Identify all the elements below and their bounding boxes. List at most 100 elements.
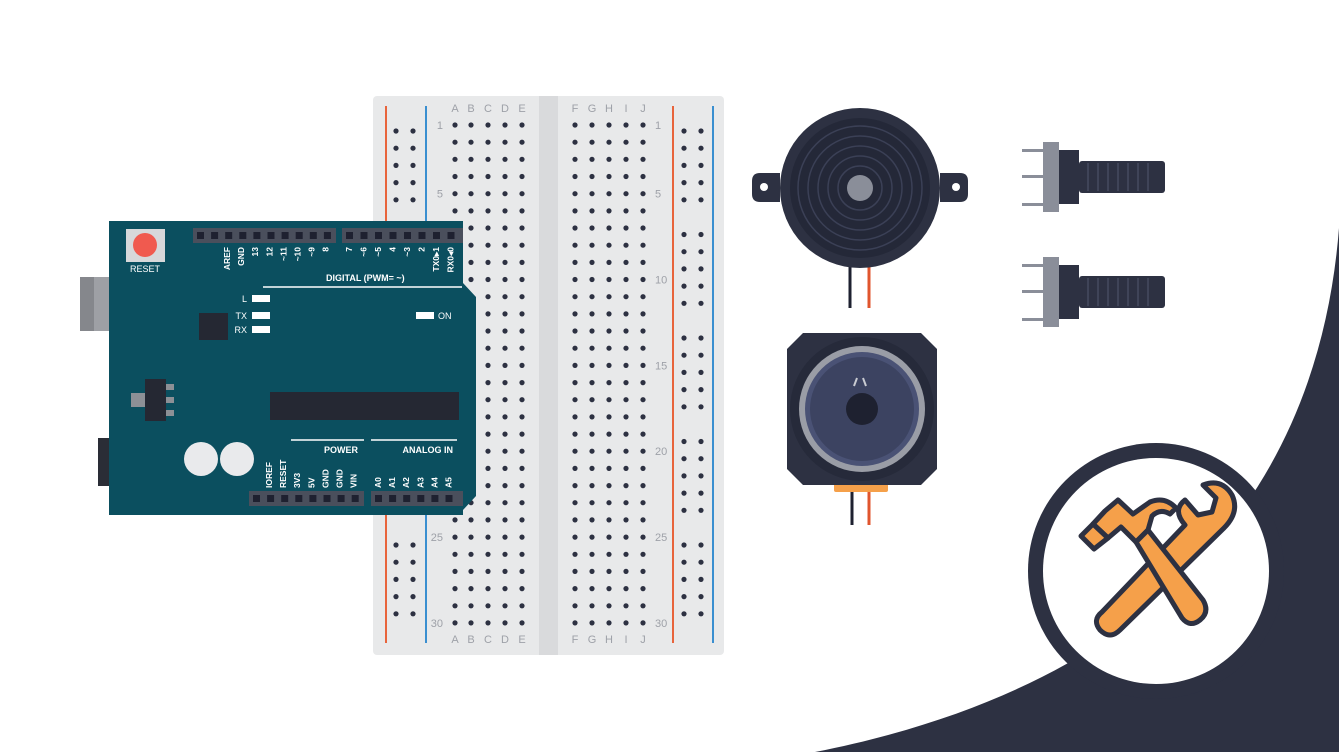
breadboard-hole [485, 586, 491, 592]
voltage-regulator [145, 379, 166, 421]
breadboard-hole [589, 414, 595, 420]
rail-hole [698, 507, 704, 513]
header-pin [253, 232, 261, 239]
breadboard-hole [606, 311, 612, 317]
column-label: A [451, 634, 459, 646]
header-pin [433, 232, 440, 239]
header-top-left [193, 228, 336, 243]
breadboard-hole [623, 139, 629, 145]
column-label: I [624, 103, 627, 115]
breadboard-hole [452, 156, 458, 162]
breadboard-hole [485, 603, 491, 609]
rail-hole [698, 456, 704, 462]
capacitor-2 [220, 442, 254, 476]
breadboard-hole [606, 380, 612, 386]
breadboard-hole [572, 534, 578, 540]
rail-hole [698, 352, 704, 358]
breadboard-hole [485, 483, 491, 489]
rail-hole [698, 197, 704, 203]
pin-label: 2 [417, 247, 427, 252]
column-label: D [501, 634, 509, 646]
breadboard-hole [640, 414, 646, 420]
led-label-l: L [242, 294, 247, 304]
breadboard-hole [572, 259, 578, 265]
header-pin [281, 232, 289, 239]
breadboard-hole [589, 173, 595, 180]
breadboard-hole [623, 414, 629, 420]
header-pin [404, 232, 411, 239]
breadboard-hole [572, 397, 578, 403]
breadboard-hole [589, 603, 595, 609]
breadboard-hole [519, 483, 525, 489]
breadboard-hole [623, 294, 629, 300]
usb-chip [199, 313, 228, 340]
breadboard-hole [640, 431, 646, 437]
rail-hole [681, 473, 687, 479]
breadboard-hole [589, 208, 595, 214]
pin-label: A2 [401, 477, 411, 488]
rail-hole [681, 438, 687, 445]
breadboard-hole [623, 173, 629, 180]
breadboard-hole [640, 345, 646, 351]
breadboard-hole [640, 294, 646, 300]
breadboard-hole [502, 311, 508, 317]
rail-hole [681, 542, 687, 548]
breadboard-hole [468, 225, 474, 231]
breadboard-hole [623, 448, 629, 454]
breadboard-hole [606, 551, 612, 557]
breadboard-hole [606, 500, 612, 506]
reset-button[interactable] [133, 233, 157, 257]
column-label: F [572, 634, 579, 646]
rail-hole [393, 542, 399, 548]
row-number-label: 10 [655, 275, 667, 287]
pin-label: 12 [264, 247, 274, 257]
breadboard-hole [640, 191, 646, 197]
breadboard-hole [485, 500, 491, 506]
breadboard-hole [623, 191, 629, 197]
header-pin [267, 232, 275, 239]
breadboard-hole [502, 242, 508, 248]
breadboard-hole [502, 414, 508, 420]
breadboard-hole [502, 328, 508, 334]
rail-hole [393, 559, 399, 565]
header-pin [211, 232, 219, 239]
breadboard-hole [589, 191, 595, 197]
breadboard-hole [640, 362, 646, 368]
breadboard-hole [468, 156, 474, 162]
breadboard-hole [572, 586, 578, 592]
breadboard-hole [519, 294, 525, 300]
breadboard-hole [502, 156, 508, 162]
header-pin [309, 232, 317, 239]
breadboard-hole [589, 311, 595, 317]
breadboard-hole [485, 431, 491, 437]
breadboard-hole [502, 208, 508, 214]
breadboard-hole [606, 173, 612, 180]
rail-hole [410, 576, 416, 583]
breadboard-hole [589, 551, 595, 557]
breadboard-hole [640, 311, 646, 317]
breadboard-hole [468, 568, 474, 575]
breadboard-hole [640, 517, 646, 523]
breadboard-hole [519, 345, 525, 351]
breadboard-hole [640, 122, 646, 128]
breadboard-hole [623, 568, 629, 575]
breadboard-hole [452, 551, 458, 557]
breadboard-hole [572, 414, 578, 420]
tools-badge [1028, 443, 1284, 699]
breadboard-hole [589, 294, 595, 300]
breadboard-hole [606, 191, 612, 197]
pin-label: A1 [387, 477, 397, 488]
rail-hole [393, 594, 399, 600]
breadboard-hole [640, 397, 646, 403]
pin-label: 7 [344, 247, 354, 252]
breadboard-hole [640, 448, 646, 454]
breadboard-hole [502, 294, 508, 300]
rail-hole [681, 145, 687, 151]
breadboard-hole [606, 208, 612, 214]
rail-hole [698, 300, 704, 306]
breadboard-hole [623, 345, 629, 351]
breadboard-hole [589, 345, 595, 351]
breadboard-hole [606, 345, 612, 351]
breadboard-hole [572, 483, 578, 489]
breadboard-hole [589, 122, 595, 128]
